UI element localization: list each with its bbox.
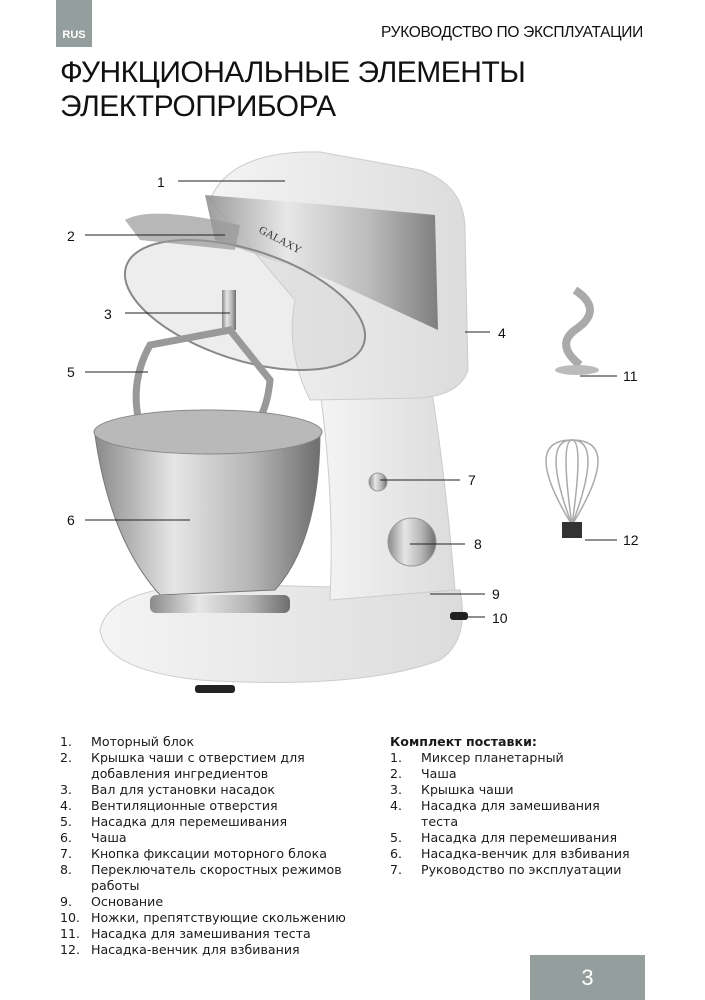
item-number: 2.: [390, 766, 403, 781]
list-item: 1. Миксер планетарный: [390, 750, 630, 766]
list-item: 5. Насадка для перемешивания: [390, 830, 630, 846]
callout-7: 7: [468, 472, 476, 488]
page-number: 3: [530, 955, 645, 1000]
item-text: Насадка для перемешивания: [91, 814, 288, 829]
item-text: Руководство по эксплуатации: [421, 862, 622, 877]
callout-6: 6: [67, 512, 75, 528]
shaft: [222, 290, 236, 330]
list-item: 4. Насадка для замешивания: [390, 798, 630, 814]
list-item: работы: [60, 878, 346, 894]
page-title-line: ЭЛЕКТРОПРИБОРА: [60, 90, 336, 123]
item-number: 4.: [390, 798, 403, 813]
item-number: 4.: [60, 798, 73, 813]
body-column: [319, 379, 456, 601]
page-title: ФУНКЦИОНАЛЬНЫЕ ЭЛЕМЕНТЫ ЭЛЕКТРОПРИБОРА: [60, 56, 526, 124]
language-tab: RUS: [56, 0, 92, 47]
item-text: Крышка чаши с отверстием для: [91, 750, 305, 765]
item-number: 6.: [390, 846, 403, 861]
item-text: Моторный блок: [91, 734, 195, 749]
item-text: Основание: [91, 894, 164, 909]
item-number: 7.: [390, 862, 403, 877]
lid-chute: [125, 213, 240, 250]
list-item: 4. Вентиляционные отверстия: [60, 798, 346, 814]
list-item: теста: [390, 814, 630, 830]
item-number: [390, 814, 421, 830]
item-text: Чаша: [91, 830, 127, 845]
whisk: [545, 439, 599, 526]
item-text: Крышка чаши: [421, 782, 514, 797]
item-text: Вал для установки насадок: [91, 782, 275, 797]
item-text: Кнопка фиксации моторного блока: [91, 846, 327, 861]
list-item: 2. Чаша: [390, 766, 630, 782]
item-text: Насадка для замешивания: [421, 798, 600, 813]
item-text: Чаша: [421, 766, 457, 781]
document-header: РУКОВОДСТВО ПО ЭКСПЛУАТАЦИИ: [380, 24, 643, 41]
list-item: 3. Вал для установки насадок: [60, 782, 346, 798]
list-item: 10. Ножки, препятствующие скольжению: [60, 910, 346, 926]
item-text: теста: [421, 814, 459, 829]
item-number: 12.: [60, 942, 81, 957]
item-number: 6.: [60, 830, 73, 845]
item-text: Вентиляционные отверстия: [91, 798, 278, 813]
list-item: 6. Чаша: [60, 830, 346, 846]
item-text: Насадка для замешивания теста: [91, 926, 311, 941]
list-item: добавления ингредиентов: [60, 766, 346, 782]
list-item: 5. Насадка для перемешивания: [60, 814, 346, 830]
list-item: 12. Насадка-венчик для взбивания: [60, 942, 346, 958]
item-text: Насадка-венчик для взбивания: [91, 942, 300, 957]
item-number: 5.: [390, 830, 403, 845]
lock-button: [368, 472, 388, 492]
item-number: 3.: [390, 782, 403, 797]
item-text: Насадка-венчик для взбивания: [421, 846, 630, 861]
item-number: [60, 766, 91, 782]
steel-band: [205, 195, 438, 330]
list-item: 6. Насадка-венчик для взбивания: [390, 846, 630, 862]
item-number: 8.: [60, 862, 73, 877]
speed-dial: [387, 517, 437, 567]
mixer-illustration: GALAXY: [85, 151, 617, 693]
item-number: 3.: [60, 782, 73, 797]
foot: [450, 612, 468, 620]
item-text: добавления ингредиентов: [91, 766, 269, 781]
parts-list: 1. Моторный блок 2. Крышка чаши с отверстие…: [60, 734, 346, 958]
list-item: 8. Переключатель скоростных режимов: [60, 862, 346, 878]
item-number: [60, 878, 91, 894]
list-item: 2. Крышка чаши с отверстием для: [60, 750, 346, 766]
list-item: 7. Руководство по эксплуатации: [390, 862, 630, 878]
kit-heading: Комплект поставки:: [390, 734, 537, 749]
item-number: 2.: [60, 750, 73, 765]
item-number: 1.: [60, 734, 73, 749]
item-text: Насадка для перемешивания: [421, 830, 618, 845]
item-text: Переключатель скоростных режимов: [91, 862, 342, 877]
callout-11: 11: [623, 368, 638, 384]
list-item: 1. Моторный блок: [60, 734, 346, 750]
item-text: Ножки, препятствующие скольжению: [91, 910, 346, 925]
list-item: 7. Кнопка фиксации моторного блока: [60, 846, 346, 862]
callout-1: 1: [157, 174, 165, 190]
callout-10: 10: [492, 610, 508, 626]
callout-3: 3: [104, 306, 112, 322]
list-item: 3. Крышка чаши: [390, 782, 630, 798]
callout-2: 2: [67, 228, 75, 244]
page-title-line: ФУНКЦИОНАЛЬНЫЕ ЭЛЕМЕНТЫ: [60, 56, 526, 89]
item-number: 1.: [390, 750, 403, 765]
item-number: 5.: [60, 814, 73, 829]
dough-hook: [562, 286, 594, 369]
item-text: работы: [91, 878, 140, 893]
callout-5: 5: [67, 364, 75, 380]
item-text: Миксер планетарный: [421, 750, 564, 765]
item-number: 10.: [60, 910, 81, 925]
list-item: 9. Основание: [60, 894, 346, 910]
callout-9: 9: [492, 586, 500, 602]
item-number: 11.: [60, 926, 81, 941]
callout-8: 8: [474, 536, 482, 552]
callout-12: 12: [623, 532, 639, 548]
item-number: 7.: [60, 846, 73, 861]
callout-4: 4: [498, 325, 506, 341]
list-item: 11. Насадка для замешивания теста: [60, 926, 346, 942]
item-number: 9.: [60, 894, 73, 909]
foot: [195, 685, 235, 693]
